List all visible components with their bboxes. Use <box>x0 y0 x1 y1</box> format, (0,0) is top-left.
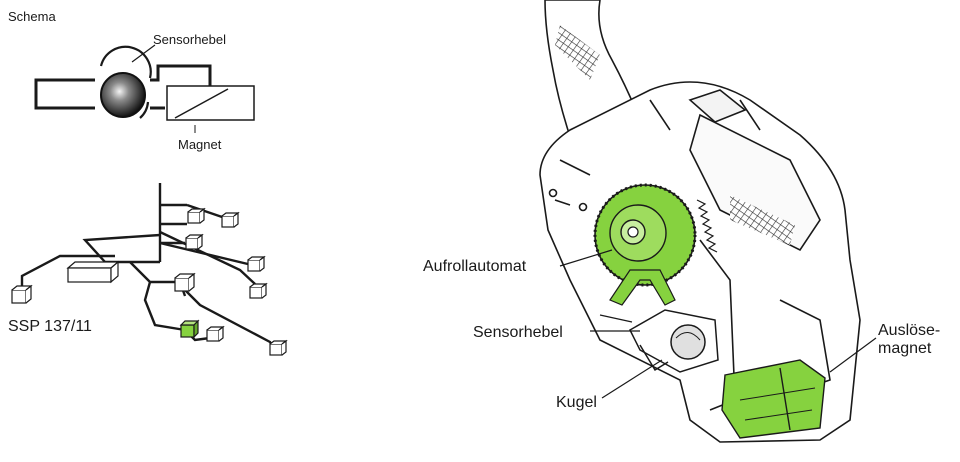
wiring-harness <box>20 183 277 351</box>
highlighted-connector-icon <box>179 319 200 339</box>
retractor-label: Aufrollautomat <box>423 258 527 275</box>
sensor-ball-icon <box>100 72 146 118</box>
release-magnet-icon <box>721 359 826 439</box>
schema-title: Schema <box>8 9 56 24</box>
winding-spring <box>696 199 718 253</box>
figure-caption: SSP 137/11 <box>8 318 92 335</box>
leader-lines <box>559 249 877 399</box>
magnet-icon <box>166 80 255 133</box>
schema-wire-top <box>150 64 212 82</box>
sensor-lever-arc <box>99 45 152 79</box>
retractor-housing <box>539 81 861 443</box>
sensor-lever-label: Sensorhebel <box>473 324 563 341</box>
schema-wire-left <box>34 78 95 110</box>
sensor-lever-schema-label: Sensorhebel <box>153 32 226 47</box>
connector-icons <box>11 207 288 356</box>
retractor-gear-icon <box>593 183 697 306</box>
magnet-label: Magnet <box>178 137 222 152</box>
release-magnet-label: Auslöse- magnet <box>878 322 941 358</box>
sensor-mechanism <box>599 309 719 373</box>
schematic-diagram <box>34 44 212 119</box>
ball-label: Kugel <box>556 394 597 411</box>
